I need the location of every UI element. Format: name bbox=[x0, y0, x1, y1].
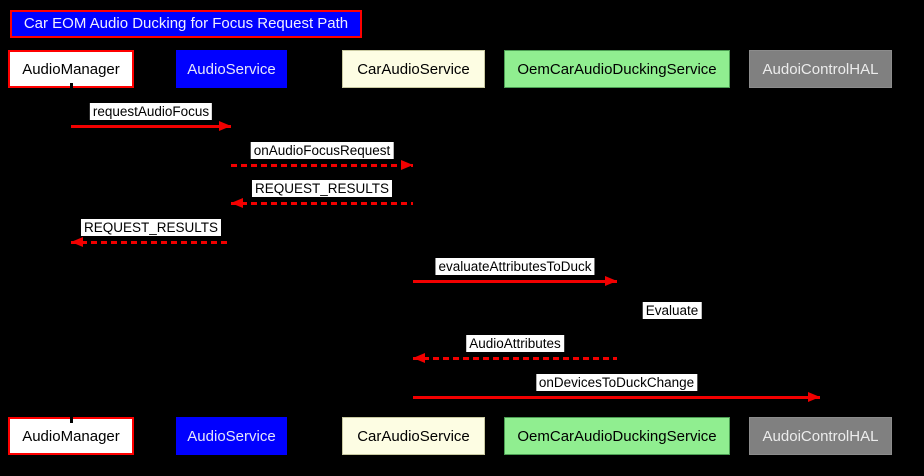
lifeline-audoi-control-hal bbox=[819, 88, 821, 417]
message-arrow bbox=[413, 280, 617, 283]
participant-label: AudoiControlHAL bbox=[762, 60, 879, 78]
message-arrow bbox=[231, 164, 413, 167]
message-label: requestAudioFocus bbox=[89, 103, 213, 120]
participant-label: AudoiControlHAL bbox=[762, 427, 879, 445]
message-label: REQUEST_RESULTS bbox=[80, 219, 222, 236]
participant-audio-manager-top: AudioManager bbox=[8, 50, 134, 88]
message-arrow bbox=[413, 396, 820, 399]
lifeline-notch bbox=[70, 413, 73, 423]
participant-audio-service-bottom: AudioService bbox=[176, 417, 287, 455]
message-arrow bbox=[71, 125, 231, 128]
message-label: onAudioFocusRequest bbox=[250, 142, 394, 159]
participant-car-audio-service-bottom: CarAudioService bbox=[342, 417, 485, 455]
message-label: AudioAttributes bbox=[466, 335, 564, 352]
participant-audoi-control-hal-bottom: AudoiControlHAL bbox=[749, 417, 892, 455]
message-arrowhead-right bbox=[808, 392, 820, 402]
participant-audio-manager-bottom: AudioManager bbox=[8, 417, 134, 455]
participant-label: OemCarAudioDuckingService bbox=[517, 427, 717, 445]
participant-label: CarAudioService bbox=[357, 427, 470, 445]
participant-label: AudioService bbox=[187, 427, 276, 445]
participant-label: AudioService bbox=[187, 60, 276, 78]
lifeline-car-audio-service bbox=[412, 88, 414, 417]
message-arrowhead-left bbox=[231, 198, 243, 208]
diagram-title: Car EOM Audio Ducking for Focus Request … bbox=[10, 10, 362, 38]
message-arrow bbox=[231, 202, 413, 205]
participant-oem-car-audio-ducking-service-top: OemCarAudioDuckingService bbox=[504, 50, 730, 88]
participant-car-audio-service-top: CarAudioService bbox=[342, 50, 485, 88]
participant-audoi-control-hal-top: AudoiControlHAL bbox=[749, 50, 892, 88]
message-label: REQUEST_RESULTS bbox=[251, 180, 393, 197]
message-arrow bbox=[413, 357, 617, 360]
message-arrowhead-right bbox=[401, 160, 413, 170]
participant-audio-service-top: AudioService bbox=[176, 50, 287, 88]
message-arrowhead-left bbox=[413, 353, 425, 363]
message-arrowhead-right bbox=[605, 276, 617, 286]
lifeline-oem-car-audio-ducking-service bbox=[616, 88, 618, 417]
participant-label: AudioManager bbox=[22, 427, 120, 445]
message-self-label: Evaluate bbox=[642, 302, 702, 319]
participant-oem-car-audio-ducking-service-bottom: OemCarAudioDuckingService bbox=[504, 417, 730, 455]
participant-label: OemCarAudioDuckingService bbox=[517, 60, 717, 78]
message-arrowhead-right bbox=[219, 121, 231, 131]
message-arrowhead-left bbox=[71, 237, 83, 247]
lifeline-notch bbox=[70, 83, 73, 93]
message-arrow bbox=[71, 241, 231, 244]
message-label: onDevicesToDuckChange bbox=[535, 374, 698, 391]
participant-label: CarAudioService bbox=[357, 60, 470, 78]
lifeline-audio-manager bbox=[70, 88, 72, 417]
message-label: evaluateAttributesToDuck bbox=[435, 258, 595, 275]
participant-label: AudioManager bbox=[22, 60, 120, 78]
lifeline-audio-service bbox=[230, 88, 232, 417]
